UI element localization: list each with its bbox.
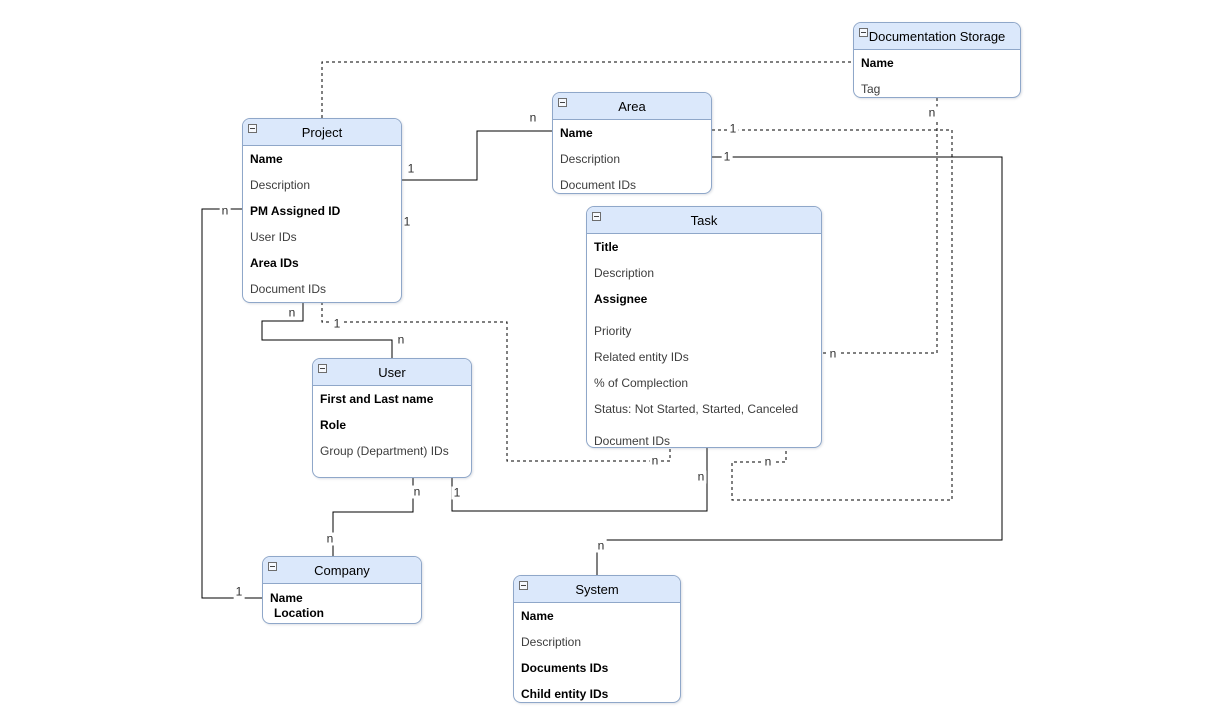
entity-field: Document IDs <box>250 282 327 296</box>
entity-field: Name <box>521 609 554 623</box>
entity-title: Company <box>314 562 370 578</box>
collapse-minus-icon[interactable] <box>859 28 868 37</box>
entity-field: Tag <box>861 82 881 96</box>
connector-user-task[interactable] <box>451 448 708 512</box>
cardinality-label: n <box>411 484 423 499</box>
entity-title: System <box>575 581 619 597</box>
entity-title: Project <box>301 124 343 140</box>
connector-user-company[interactable] <box>332 478 414 556</box>
entity-header: System <box>514 576 680 603</box>
cardinality-label: n <box>324 531 336 546</box>
entity-field: Related entity IDs <box>594 350 689 364</box>
cardinality-label: n <box>527 110 539 125</box>
entity-header: User <box>313 359 471 386</box>
entity-field: Name <box>861 56 894 70</box>
entity-field: User IDs <box>250 230 297 244</box>
entity-field: Priority <box>594 324 632 338</box>
entity-field: First and Last name <box>320 392 434 406</box>
cardinality-label: n <box>219 203 231 218</box>
connector-documentation-storage-task[interactable] <box>822 98 938 354</box>
cardinality-label: n <box>926 105 938 120</box>
cardinality-label: n <box>395 332 407 347</box>
entity-field: Description <box>560 152 621 166</box>
entity-field: Document IDs <box>560 178 637 192</box>
entity-title: Documentation Storage <box>868 28 1006 44</box>
collapse-minus-icon[interactable] <box>558 98 567 107</box>
cardinality-label: 1 <box>405 161 417 176</box>
entity-field: Documents IDs <box>521 661 609 675</box>
entity-field: Child entity IDs <box>521 687 609 701</box>
cardinality-label: n <box>649 453 661 468</box>
entity-header: Task <box>587 207 821 234</box>
entity-field: PM Assigned ID <box>250 204 341 218</box>
entity-field: Description <box>594 266 655 280</box>
connector-project-documentation-storage[interactable] <box>321 61 853 118</box>
entity-header: Area <box>553 93 711 120</box>
entity-field: Assignee <box>594 292 648 306</box>
entity-field: Name <box>250 152 283 166</box>
entity-field: Status: Not Started, Started, Canceled <box>594 402 799 416</box>
collapse-minus-icon[interactable] <box>248 124 257 133</box>
entity-field: Document IDs <box>594 434 671 448</box>
entity-field: Title <box>594 240 619 254</box>
cardinality-label: n <box>827 346 839 361</box>
cardinality-label: n <box>695 469 707 484</box>
entity-title: User <box>378 364 406 380</box>
collapse-minus-icon[interactable] <box>318 364 327 373</box>
entity-field: % of Complection <box>594 376 689 390</box>
entity-header: Documentation Storage <box>854 23 1020 50</box>
entity-header: Company <box>263 557 421 584</box>
connector-project-user[interactable] <box>261 302 393 358</box>
collapse-minus-icon[interactable] <box>592 212 601 221</box>
entity-title: Area <box>618 98 646 114</box>
collapse-minus-icon[interactable] <box>268 562 277 571</box>
cardinality-label: n <box>286 305 298 320</box>
entity-field: Name <box>560 126 593 140</box>
entity-header: Project <box>243 119 401 146</box>
connector-project-area[interactable] <box>402 130 552 181</box>
entity-field: Group (Department) IDs <box>320 444 449 458</box>
entity-field: Description <box>521 635 582 649</box>
entity-field: Name <box>270 591 303 605</box>
cardinality-label: 1 <box>331 316 343 331</box>
cardinality-label: 1 <box>401 214 413 229</box>
cardinality-label: 1 <box>233 584 245 599</box>
cardinality-label: 1 <box>727 121 739 136</box>
entity-title: Task <box>690 212 718 228</box>
entity-field: Area IDs <box>250 256 299 270</box>
connector-area-task[interactable] <box>712 129 953 501</box>
cardinality-label: n <box>595 538 607 553</box>
entity-field: Role <box>320 418 347 432</box>
entity-field: Description <box>250 178 311 192</box>
cardinality-label: n <box>762 454 774 469</box>
entity-field: Location <box>274 606 324 620</box>
cardinality-label: 1 <box>451 485 463 500</box>
cardinality-label: 1 <box>721 149 733 164</box>
collapse-minus-icon[interactable] <box>519 581 528 590</box>
